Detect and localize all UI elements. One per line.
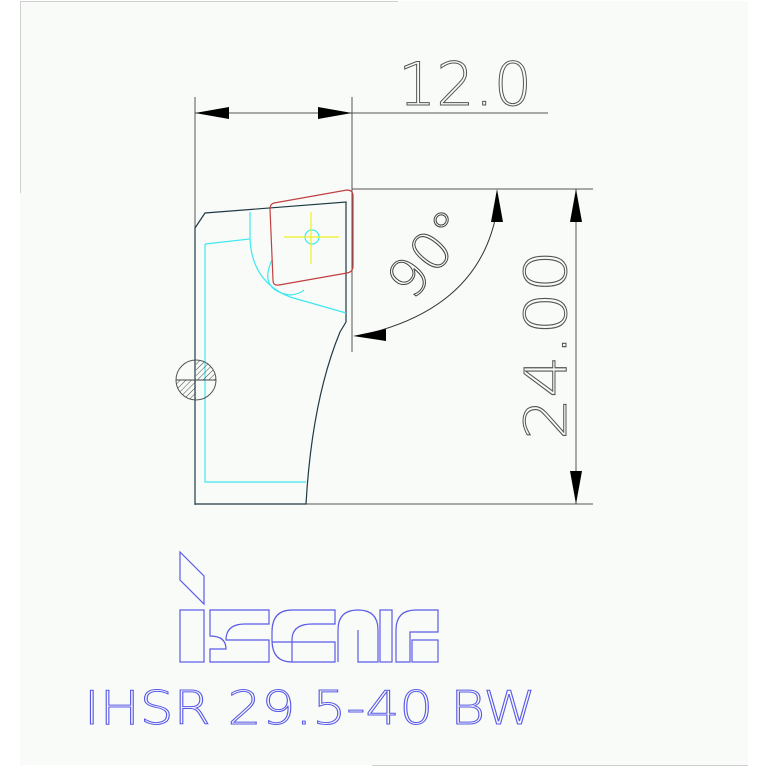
brand-logo <box>179 550 439 663</box>
arrowhead-right <box>318 107 352 119</box>
coolant-channel-hidden-lines <box>204 212 347 483</box>
arrowhead-up <box>570 189 582 222</box>
angle-dimension-label: 90° <box>376 199 483 310</box>
sheet-border-top <box>20 1 398 2</box>
sheet-border-bottom <box>372 765 748 766</box>
arrowhead-down <box>570 471 582 504</box>
datum-symbol <box>175 359 217 401</box>
width-dimension-label: 12.0 <box>398 50 532 120</box>
height-dimension <box>306 188 593 505</box>
height-dimension-label: 24.00 <box>512 250 580 440</box>
cutting-insert <box>269 189 354 286</box>
center-mark <box>284 212 339 264</box>
arrowhead-angle-left <box>353 329 386 341</box>
brand-name: iscar <box>0 0 3 1</box>
width-dimension <box>194 97 548 505</box>
sheet-border-left <box>20 1 21 193</box>
drawing-sheet <box>20 1 748 765</box>
arrowhead-left <box>195 107 229 119</box>
tool-body-outline <box>194 201 347 505</box>
tool-designation: IHSR 29.5-40 BW <box>84 681 536 735</box>
arrowhead-angle-top <box>491 189 503 222</box>
angle-arc <box>357 209 498 337</box>
